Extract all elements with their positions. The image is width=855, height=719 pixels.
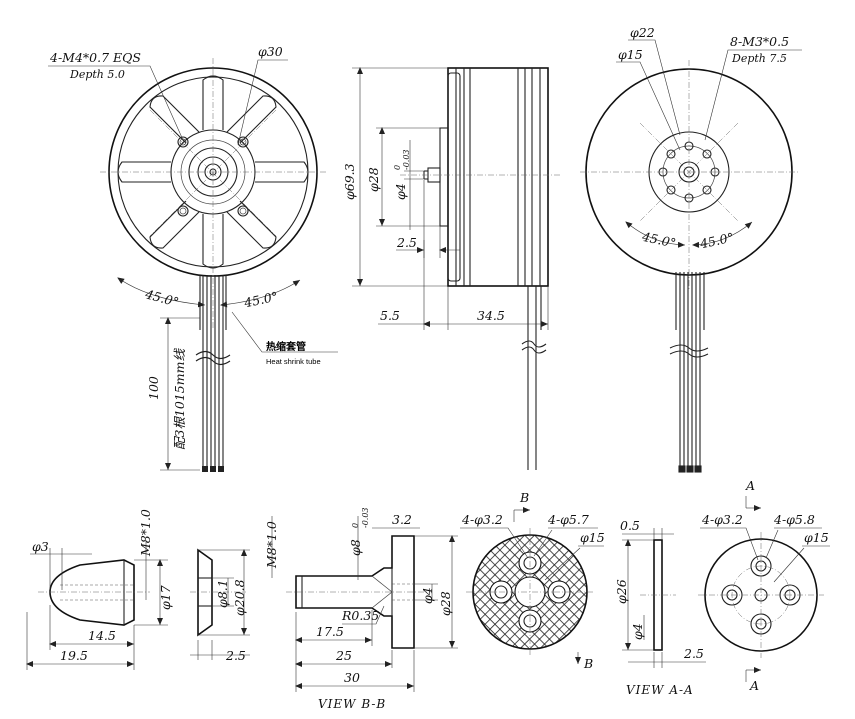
plate-b: 4-φ3.2 4-φ5.7 φ15 B B (460, 490, 605, 671)
rear-angle-right: 45.0° (698, 230, 735, 252)
heat-shrink-en: Heat shrink tube (266, 357, 321, 366)
side-view: φ69.3 φ28 φ4 0 -0.03 2.5 5.5 34.5 (342, 67, 560, 470)
prop-nut: φ3 M8*1.0 φ17 14.5 19.5 (26, 509, 173, 670)
plate-a-dia26: φ26 (614, 579, 629, 604)
adapter: M8*1.0 φ8 0 -0.03 3.2 φ4 φ28 R0.35 17.5 … (264, 507, 458, 711)
side-offset-label: 5.5 (380, 308, 400, 323)
rear-dia15-label: φ15 (618, 47, 643, 62)
adapter-dia4-label: φ4 (420, 587, 435, 604)
washer-dia20-label: φ20.8 (232, 579, 247, 616)
plate-b-dia15: φ15 (580, 530, 605, 545)
front-angle-left: 45.0° (143, 286, 181, 310)
adapter-l17-label: 17.5 (316, 624, 344, 639)
dia30-label: φ30 (258, 44, 283, 59)
washer: φ8.1 φ20.8 2.5 (190, 548, 250, 663)
front-spokes (117, 75, 309, 269)
plate-b-holes-b: 4-φ5.7 (547, 512, 589, 527)
side-height-label: φ69.3 (342, 163, 357, 200)
thread-label: 4-M4*0.7 EQS (49, 50, 141, 65)
nut-dia17-label: φ17 (158, 585, 173, 610)
plate-a-holes-b: 4-φ5.8 (773, 512, 815, 527)
side-shaft-len: 2.5 (396, 235, 417, 250)
rear-dia22-label: φ22 (630, 25, 655, 40)
nut-dia3-label: φ3 (32, 539, 49, 554)
adapter-l25-label: 25 (335, 648, 352, 663)
plate-b-holes-a: 4-φ3.2 (461, 512, 503, 527)
side-body-len-label: 34.5 (477, 308, 505, 323)
view-bb-label: VIEW B-B (318, 697, 386, 711)
plate-a-section-top: A (745, 478, 755, 493)
plate-a: 4-φ3.2 4-φ5.8 φ15 A A (698, 478, 830, 693)
side-dia28-label: φ28 (366, 167, 381, 192)
adapter-thread-label: M8*1.0 (264, 521, 279, 569)
plate-b-section-top: B (519, 490, 529, 505)
side-shaft-label: φ4 (393, 183, 408, 200)
nut-len14-label: 14.5 (88, 628, 116, 643)
adapter-flange-label: 3.2 (392, 512, 412, 527)
rear-view: φ22 φ15 8-M3*0.5 Depth 7.5 45.0° 45.0° (580, 25, 802, 473)
plate-a-dia15: φ15 (804, 530, 829, 545)
plate-a-section-bottom: A (749, 678, 759, 693)
rear-depth-label: Depth 7.5 (731, 52, 787, 65)
plate-a-len: 2.5 (683, 646, 704, 661)
plate-a-holes-a: 4-φ3.2 (701, 512, 743, 527)
thread-leader (48, 65, 184, 141)
rear-angle-left: 45.0° (640, 229, 677, 251)
rear-lead (669, 272, 709, 473)
side-shaft-tol-lower: -0.03 (402, 149, 411, 170)
front-lead-wires (195, 275, 231, 472)
adapter-dia28-label: φ28 (438, 591, 453, 616)
lead-note-label: 配3根1015mm线 (172, 348, 187, 450)
washer-dia8-label: φ8.1 (215, 579, 230, 608)
heat-shrink-cn: 热缩套管 (266, 340, 306, 353)
side-lead (521, 286, 547, 470)
front-angle-right: 45.0° (242, 289, 279, 311)
dia30-leader (237, 59, 288, 146)
plate-a-dia4: φ4 (630, 623, 645, 640)
nut-thread-label: M8*1.0 (138, 509, 153, 557)
adapter-radius-label: R0.35 (341, 608, 379, 623)
plate-b-section-bottom: B (583, 656, 593, 671)
adapter-dia8-label: φ8 (348, 539, 363, 556)
front-mount-holes (177, 136, 249, 217)
washer-thick-label: 2.5 (225, 648, 246, 663)
nut-len19-label: 19.5 (60, 648, 88, 663)
adapter-dia8-tol-lower: -0.03 (361, 507, 370, 528)
plate-a-side: 0.5 φ26 φ4 2.5 VIEW A-A (614, 518, 706, 697)
plate-a-thick: 0.5 (620, 518, 640, 533)
side-shaft-tol-upper: 0 (393, 165, 402, 170)
view-aa-label: VIEW A-A (626, 683, 694, 697)
thread-depth-label: Depth 5.0 (69, 68, 125, 81)
lead-length-label: 100 (146, 376, 161, 400)
front-view: 4-M4*0.7 EQS Depth 5.0 φ30 45.0° 45.0° 1… (48, 44, 338, 472)
rear-thread-label: 8-M3*0.5 (730, 34, 789, 49)
adapter-l30-label: 30 (344, 670, 360, 685)
adapter-dia8-tol-upper: 0 (351, 523, 360, 528)
